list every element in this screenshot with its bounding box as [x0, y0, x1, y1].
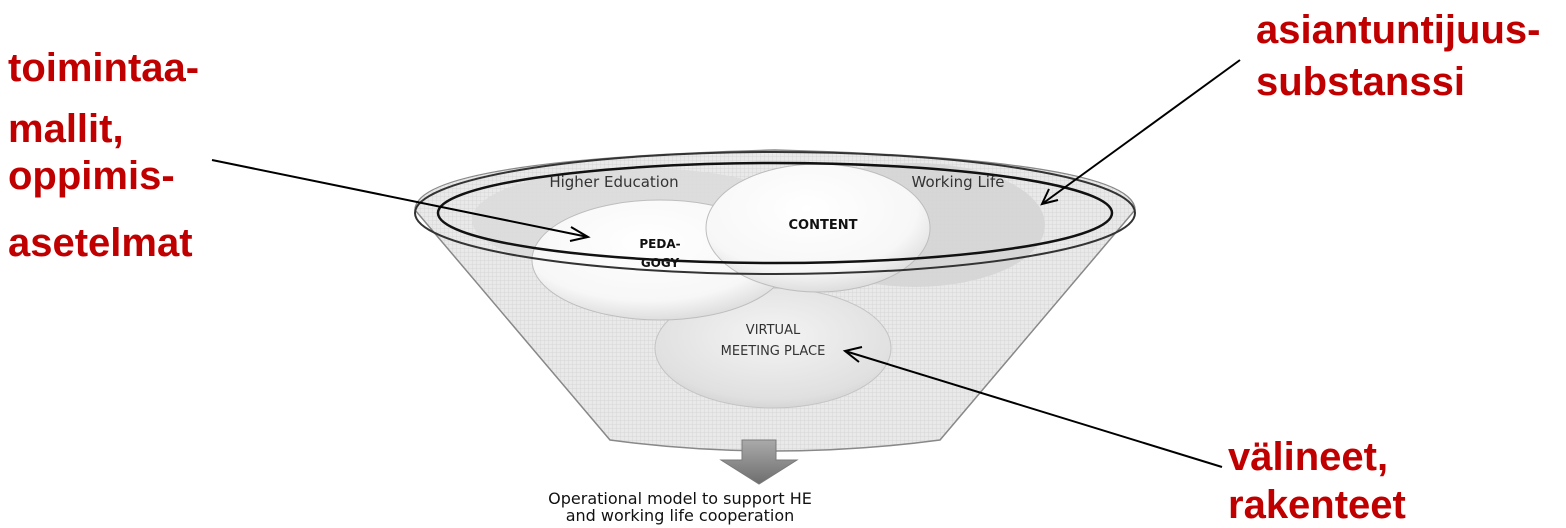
label-asiantuntijuus: asiantuntijuus-: [1256, 8, 1541, 52]
virtual-label-line1: VIRTUAL: [746, 323, 801, 338]
label-substanssi: substanssi: [1256, 60, 1465, 104]
higher-education-label: Higher Education: [549, 173, 678, 191]
top-right-pointer-arrowhead: [1040, 188, 1059, 206]
caption-line2: and working life cooperation: [565, 506, 795, 525]
pedagogy-label-line2: GOGY: [641, 256, 680, 270]
top-right-pointer-arrow: [1041, 59, 1241, 205]
bottom-right-pointer-arrowhead: [842, 346, 863, 363]
content-label: CONTENT: [789, 218, 858, 233]
left-pointer-arrow: [211, 159, 589, 238]
funnel-rim-outer: [414, 151, 1136, 275]
working-life-label: Working Life: [912, 173, 1005, 191]
bottom-right-pointer-arrow: [844, 350, 1223, 468]
funnel-rim-inner: [436, 161, 1114, 265]
label-rakenteet: rakenteet: [1228, 483, 1406, 527]
virtual-label-line2: MEETING PLACE: [721, 344, 826, 359]
caption-line1: Operational model to support HE: [548, 489, 812, 508]
label-asetelmat: asetelmat: [8, 221, 193, 265]
label-toimintaamallit: toimintaa-: [8, 46, 200, 90]
label-valineet: välineet,: [1228, 435, 1389, 479]
pointer-arrows: [211, 59, 1241, 468]
left-pointer-arrowhead: [569, 226, 591, 242]
pedagogy-label-line1: PEDA-: [639, 237, 680, 251]
label-oppimis: oppimis-: [8, 154, 175, 198]
down-arrow-icon: [719, 439, 799, 485]
label-mallit: mallit,: [8, 107, 124, 151]
caption: Operational model to support HE and work…: [520, 490, 840, 524]
